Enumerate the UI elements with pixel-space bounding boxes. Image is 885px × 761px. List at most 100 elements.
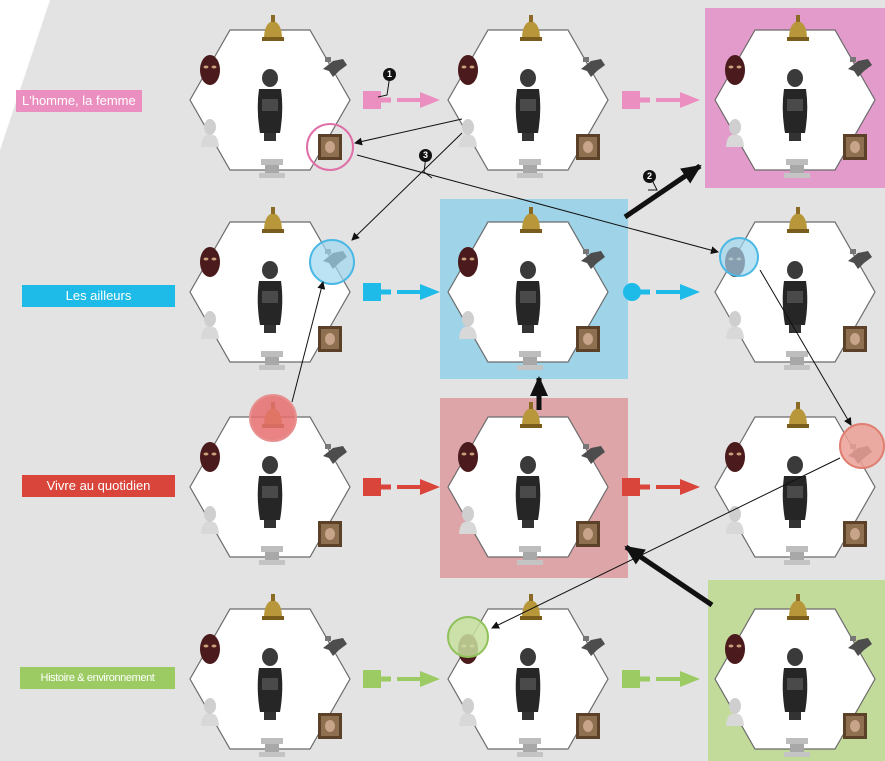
bird-shape [848,638,872,656]
bust-shape [729,311,741,327]
statue-head [520,456,536,474]
stone-pedestal-icon [259,159,285,178]
bird-sculpture-icon [581,636,605,656]
helmet-shape [789,213,807,231]
bird-sculpture-icon [581,444,605,464]
pedestal-shape [519,738,541,744]
bust-shape [204,698,216,714]
bust-shape [204,311,216,327]
stone-pedestal-icon [517,351,543,370]
hexagon-cell-r4-c3 [714,594,876,757]
statue-head [787,648,803,666]
relation-arrow-1 [354,118,463,146]
mask-shape [458,247,478,277]
gold-helmet-icon [787,402,809,428]
helmet-shape [789,408,807,426]
bust-shape [204,506,216,522]
helmet-shape [264,21,282,39]
statue-head [787,69,803,87]
gold-helmet-icon [262,15,284,41]
dark-mask-icon [725,55,745,85]
bird-sculpture-icon [323,57,347,77]
bird-sculpture-icon [323,444,347,464]
gold-helmet-icon [787,594,809,620]
dark-mask-icon [458,55,478,85]
pedestal-shape [519,546,541,552]
pedestal-shape [519,159,541,165]
bird-sculpture-icon [848,57,872,77]
bird-shape [848,251,872,269]
relation-arrow-3 [291,281,326,403]
connector-row3-2 [622,478,700,496]
connector-circle [623,283,641,301]
connector-square [363,670,381,688]
hexagon-cell-r2-c2 [447,207,609,370]
hexagon-cell-r4-c2 [447,594,609,757]
gold-helmet-icon [520,15,542,41]
relation-arrow-4 [356,154,719,255]
statue-head [520,261,536,279]
connector-square [363,478,381,496]
painting-icon [843,134,867,160]
bird-shape [581,251,605,269]
connector-arrowhead [420,671,440,687]
helmet-shape [264,600,282,618]
connector-dash [381,484,391,490]
dark-mask-icon [725,634,745,664]
marble-bust-icon [459,506,477,534]
painting-icon [843,326,867,352]
row-label-homme-femme: L'homme, la femme [16,90,142,112]
mask-shape [458,442,478,472]
connector-row4-1 [363,670,440,688]
thick-arrow-up-right [623,163,702,220]
connector-arrowhead [420,479,440,495]
connector-dash [381,97,391,103]
gold-helmet-icon [520,594,542,620]
circle-shape [249,394,297,442]
dark-mask-icon [200,247,220,277]
stone-pedestal-icon [784,159,810,178]
marble-bust-icon [726,698,744,726]
bust-shape [204,119,216,135]
bird-sculpture-icon [581,57,605,77]
circle-shape [447,616,489,658]
statue-head [520,69,536,87]
connector-dash [640,484,650,490]
bust-shape [729,119,741,135]
statue-head [520,648,536,666]
statue-head [262,261,278,279]
mask-shape [200,442,220,472]
bird-shape [581,638,605,656]
connector-square [363,283,381,301]
marble-bust-icon [459,311,477,339]
hexagon-cell-r3-c2 [447,402,609,565]
statue-head [787,456,803,474]
relation-arrow-2 [351,132,463,241]
annotation-leader-2 [648,177,658,191]
marble-bust-icon [201,311,219,339]
hexagon-cell-r2-c3 [714,207,876,370]
bust-shape [462,119,474,135]
bust-shape [729,698,741,714]
thick-arrow-up-left [624,544,714,608]
gold-helmet-icon [262,594,284,620]
marble-bust-icon [726,119,744,147]
painting-icon [318,521,342,547]
connector-square [363,91,381,109]
pedestal-shape [519,351,541,357]
bird-shape [848,59,872,77]
dark-mask-icon [458,247,478,277]
mask-shape [725,442,745,472]
mask-shape [200,55,220,85]
statue-head [262,648,278,666]
connector-row1-1 [363,91,440,109]
row-label-ailleurs: Les ailleurs [22,285,175,307]
circle-shape [719,237,759,277]
stone-pedestal-icon [517,546,543,565]
gold-helmet-icon [520,207,542,233]
hexagon-cell-r1-c2 [447,15,609,178]
annotation-number-1: 1 [383,68,396,81]
connector-dash [640,289,650,295]
bird-sculpture-icon [848,636,872,656]
